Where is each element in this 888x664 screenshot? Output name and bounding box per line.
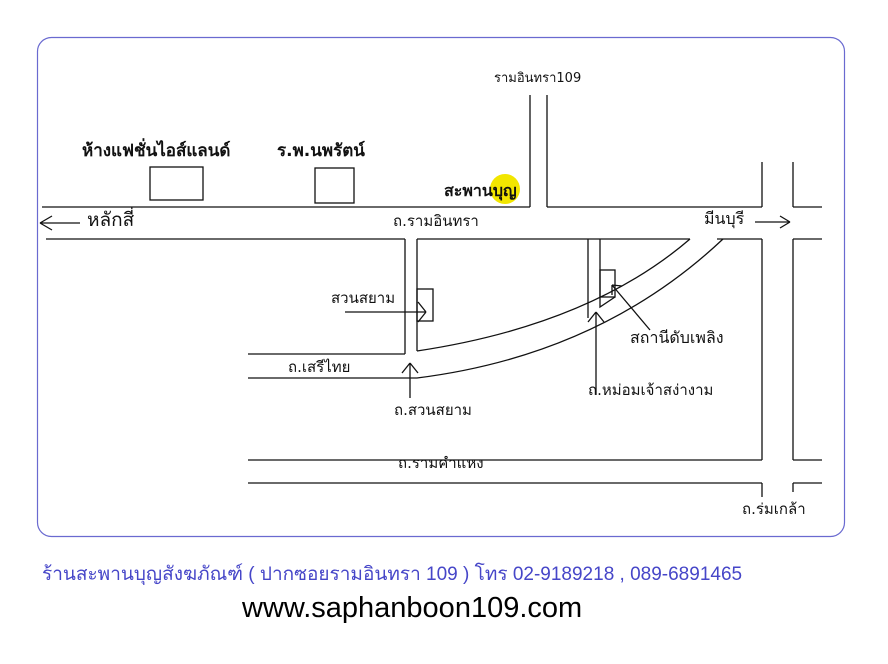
fire-station-arrow-icon	[611, 284, 651, 331]
mom-chao-road-label: ถ.หม่อมเจ้าสง่างาม	[588, 381, 714, 399]
arrow-left-icon	[39, 215, 80, 231]
mom-chao-arrow-icon	[587, 311, 605, 395]
hospital-building	[314, 167, 355, 204]
suan-siam-building	[416, 288, 434, 322]
fire-station-building	[599, 269, 616, 298]
romklao-road	[761, 162, 794, 497]
seri-thai-label: ถ.เสรีไทย	[288, 358, 351, 376]
soi-ramintra-109	[529, 95, 548, 207]
suan-siam-road-arrow-icon	[401, 362, 419, 398]
min-buri-label: มีนบุรี	[704, 209, 745, 228]
fashion-island-building	[149, 166, 204, 201]
fire-station-label: สถานีดับเพลิง	[630, 328, 724, 347]
arrow-right-icon	[755, 215, 791, 229]
road-lines	[39, 95, 822, 497]
suan-siam-label: สวนสยาม	[331, 289, 396, 307]
ramintra-road	[42, 206, 822, 240]
map-frame	[36, 36, 846, 538]
hospital-label: ร.พ.นพรัตน์	[277, 141, 365, 161]
mom-chao-road	[587, 239, 616, 318]
ramkhamhaeng-road-label: ถ.รามคำแหง	[398, 454, 484, 472]
suan-siam-road	[404, 239, 418, 354]
lak-si-label: หลักสี่	[87, 209, 135, 231]
seri-thai-road	[248, 238, 724, 379]
soi-label: รามอินทรา109	[494, 71, 582, 86]
ramkhamhaeng-road	[248, 459, 822, 484]
shop-location-marker	[490, 174, 520, 204]
contact-info: ร้านสะพานบุญสังฆภัณฑ์ ( ปากซอยรามอินทรา …	[42, 564, 743, 585]
romklao-road-label: ถ.ร่มเกล้า	[742, 500, 806, 518]
ramintra-road-label: ถ.รามอินทรา	[393, 212, 479, 230]
fashion-island-label: ห้างแฟชั่นไอส์แลนด์	[82, 141, 231, 161]
shop-label: สะพานบุญ	[444, 181, 517, 200]
website-url[interactable]: www.saphanboon109.com	[242, 592, 583, 624]
suan-siam-arrow-icon	[345, 301, 427, 323]
suan-siam-road-label: ถ.สวนสยาม	[394, 401, 472, 419]
